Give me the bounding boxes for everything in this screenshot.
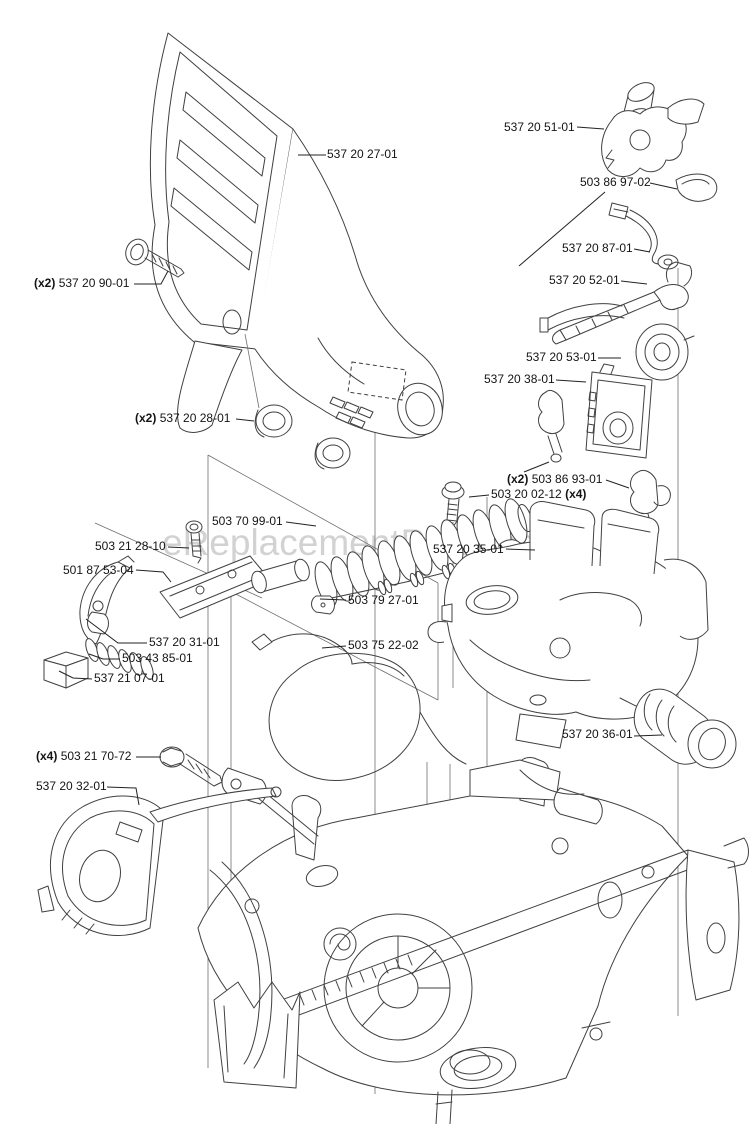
grommet-537-20-28-b xyxy=(314,437,351,470)
damper-spring-503-43-85 xyxy=(85,638,154,680)
part-label-503-70-99-01: 503 70 99-01 xyxy=(212,514,283,528)
hose-503-86-97 xyxy=(608,173,718,220)
part-label-537-20-28-01: (x2) 537 20 28-01 xyxy=(135,411,231,425)
ignition-wire-537-20-87 xyxy=(625,209,679,270)
screw-503-20-02 xyxy=(441,481,465,528)
part-label-537-20-32-01: 537 20 32-01 xyxy=(36,779,107,793)
part-label-503-79-27-01: 503 79 27-01 xyxy=(348,593,419,607)
screw-503-21-28 xyxy=(185,520,203,564)
block-537-21-07 xyxy=(43,651,89,689)
brake-cover-537-20-32 xyxy=(37,786,282,936)
part-label-537-20-90-01: (x2) 537 20 90-01 xyxy=(34,276,130,290)
clamp-503-86-93-a xyxy=(538,389,565,463)
brake-plate-537-20-38 xyxy=(585,363,653,459)
part-label-537-20-36-01: 537 20 36-01 xyxy=(562,727,633,741)
top-handle-537-20-27 xyxy=(244,128,444,439)
part-label-537-20-52-01: 537 20 52-01 xyxy=(549,273,620,287)
screw-503-21-70 xyxy=(159,746,223,787)
part-label-503-21-70-72: (x4) 503 21 70-72 xyxy=(36,749,132,763)
wire-harness-503-75-22 xyxy=(251,633,467,781)
part-label-503-21-28-10: 503 21 28-10 xyxy=(95,539,166,553)
leader-lines xyxy=(58,126,678,806)
part-label-537-20-87-01: 537 20 87-01 xyxy=(562,241,633,255)
hand-guard-537-20-27 xyxy=(149,32,294,433)
part-label-537-20-38-01: 537 20 38-01 xyxy=(484,372,555,386)
brake-lever-537-20-51 xyxy=(601,82,705,177)
spring-503-70-99 xyxy=(314,498,533,607)
part-label-537-21-07-01: 537 21 07-01 xyxy=(94,671,165,685)
throttle-body-501-87-53 xyxy=(159,555,310,619)
part-label-503-20-02-12: 503 20 02-12 (x4) xyxy=(491,487,587,501)
part-label-537-20-31-01: 537 20 31-01 xyxy=(149,635,220,649)
part-label-503-75-22-02: 503 75 22-02 xyxy=(348,638,419,652)
grommet-537-20-28-a xyxy=(254,404,293,438)
av-mount-537-20-36 xyxy=(619,688,737,769)
crankcase-assembly xyxy=(197,757,749,1124)
part-label-503-86-97-02: 503 86 97-02 xyxy=(580,175,651,189)
screw-537-20-90 xyxy=(125,238,185,278)
part-label-537-20-35-01: 537 20 35-01 xyxy=(433,542,504,556)
part-label-503-86-93-01: (x2) 503 86 93-01 xyxy=(507,472,603,486)
part-label-501-87-53-04: 501 87 53-04 xyxy=(63,563,134,577)
part-label-503-43-85-01: 503 43 85-01 xyxy=(122,651,193,665)
brake-band-drum-537-20-53 xyxy=(539,303,695,381)
tank-housing-537-20-35 xyxy=(427,501,709,749)
part-label-537-20-53-01: 537 20 53-01 xyxy=(526,350,597,364)
part-label-537-20-27-01: 537 20 27-01 xyxy=(327,147,398,161)
part-label-537-20-51-01: 537 20 51-01 xyxy=(504,120,575,134)
